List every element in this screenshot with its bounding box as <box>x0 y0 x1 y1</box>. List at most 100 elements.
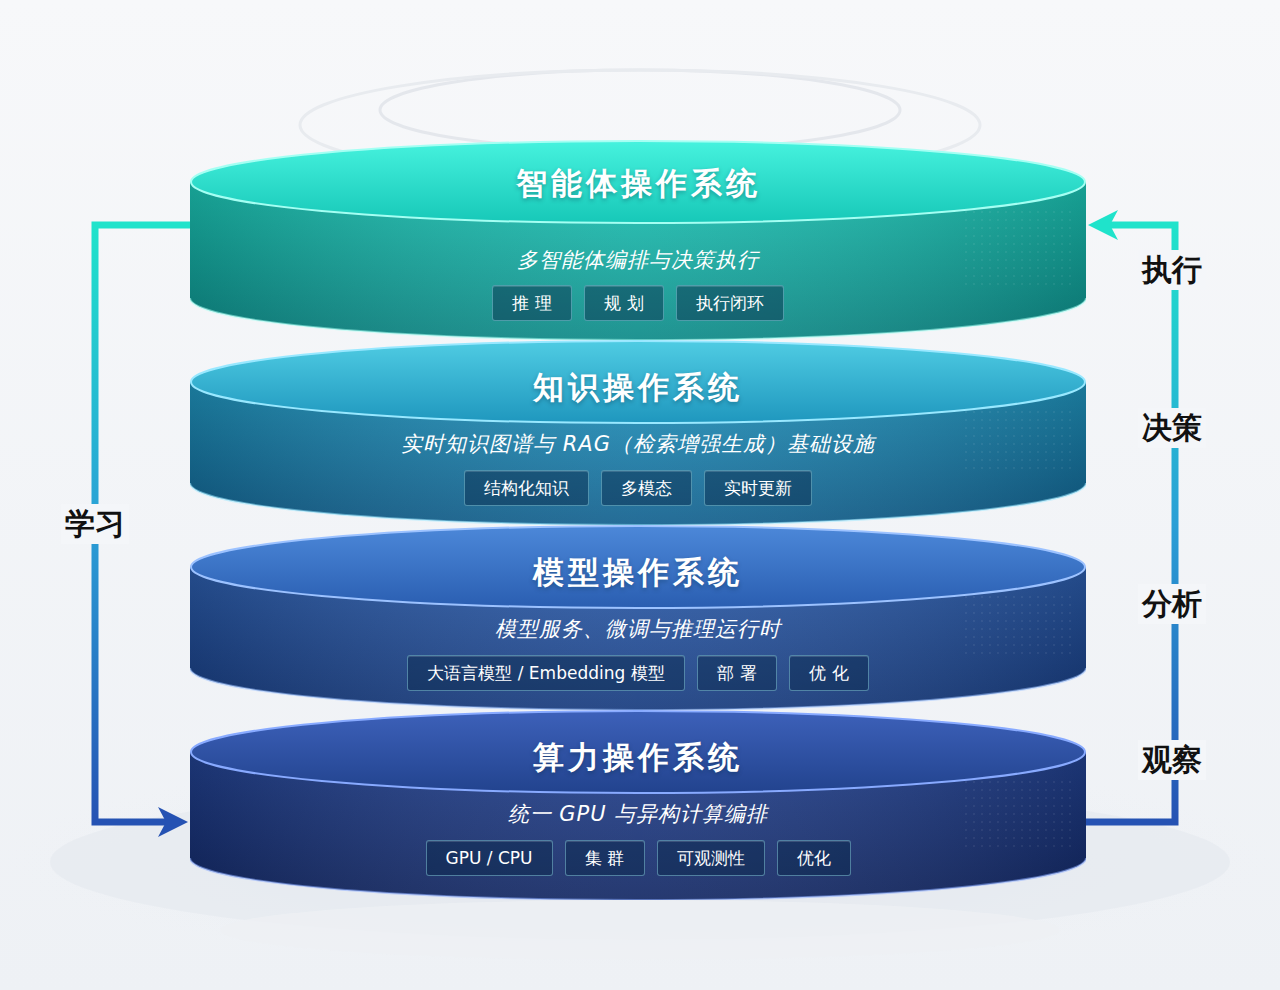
texture-dot <box>1021 419 1023 421</box>
texture-dot <box>1013 612 1015 614</box>
texture-dot <box>973 821 975 823</box>
texture-dot <box>1005 596 1007 598</box>
texture-dot <box>1053 419 1055 421</box>
texture-dot <box>1029 644 1031 646</box>
texture-dot <box>1061 243 1063 245</box>
texture-dot <box>997 797 999 799</box>
texture-dot <box>965 813 967 815</box>
texture-dot <box>1005 813 1007 815</box>
texture-dot <box>1069 275 1071 277</box>
texture-dot <box>1029 211 1031 213</box>
texture-dot <box>1069 604 1071 606</box>
texture-dot <box>1021 467 1023 469</box>
texture-dot <box>973 459 975 461</box>
texture-dot <box>965 243 967 245</box>
texture-dot <box>981 829 983 831</box>
texture-dot <box>1029 805 1031 807</box>
layer-subtitle: 模型服务、微调与推理运行时 <box>190 614 1086 644</box>
texture-dot <box>1029 837 1031 839</box>
texture-dot <box>1029 620 1031 622</box>
texture-dot <box>973 644 975 646</box>
texture-dot <box>1053 636 1055 638</box>
texture-dot <box>981 652 983 654</box>
tag-chip: 可观测性 <box>657 840 765 876</box>
texture-dot <box>1013 644 1015 646</box>
texture-dot <box>1053 411 1055 413</box>
texture-dot <box>1045 411 1047 413</box>
texture-dot <box>1037 459 1039 461</box>
texture-dot <box>1069 628 1071 630</box>
texture-dot <box>1045 459 1047 461</box>
texture-dot <box>997 451 999 453</box>
texture-dot <box>981 411 983 413</box>
texture-dot <box>1061 459 1063 461</box>
texture-dot <box>989 805 991 807</box>
texture-dot <box>989 235 991 237</box>
texture-dot <box>1045 467 1047 469</box>
texture-dot <box>981 419 983 421</box>
texture-dot <box>997 443 999 445</box>
texture-dot <box>997 821 999 823</box>
texture-dot <box>1021 443 1023 445</box>
texture-dot <box>1053 267 1055 269</box>
texture-dot <box>1037 235 1039 237</box>
texture-dot <box>965 435 967 437</box>
texture-dot <box>1037 805 1039 807</box>
texture-dot <box>997 628 999 630</box>
texture-dot <box>1045 604 1047 606</box>
texture-dot <box>1029 259 1031 261</box>
texture-dot <box>981 805 983 807</box>
texture-dot <box>1053 251 1055 253</box>
texture-dot <box>997 837 999 839</box>
texture-dot <box>1053 781 1055 783</box>
texture-dot <box>1013 427 1015 429</box>
texture-dot <box>1013 459 1015 461</box>
tag-chip: 多模态 <box>601 470 692 506</box>
texture-dot <box>973 251 975 253</box>
texture-dot <box>989 797 991 799</box>
texture-dot <box>965 259 967 261</box>
texture-dot <box>1005 275 1007 277</box>
texture-dot <box>1013 596 1015 598</box>
texture-dot <box>1029 443 1031 445</box>
texture-dot <box>1013 636 1015 638</box>
texture-dot <box>1037 451 1039 453</box>
texture-dot <box>1029 829 1031 831</box>
texture-dot <box>989 620 991 622</box>
texture-dot <box>1021 235 1023 237</box>
texture-dot <box>1045 251 1047 253</box>
texture-dot <box>1029 636 1031 638</box>
reflection <box>220 900 1060 960</box>
texture-dot <box>989 427 991 429</box>
texture-dot <box>965 211 967 213</box>
texture-dot <box>1061 813 1063 815</box>
texture-dot <box>997 267 999 269</box>
chip-label: 优化 <box>778 841 850 875</box>
texture-dot <box>1069 459 1071 461</box>
texture-dot <box>1045 259 1047 261</box>
texture-dot <box>1053 821 1055 823</box>
texture-dot <box>1021 275 1023 277</box>
texture-dot <box>1021 243 1023 245</box>
texture-dot <box>981 259 983 261</box>
texture-dot <box>973 283 975 285</box>
texture-dot <box>965 467 967 469</box>
chip-label: 部 署 <box>698 656 776 690</box>
texture-dot <box>997 829 999 831</box>
texture-dot <box>1069 797 1071 799</box>
texture-dot <box>1013 813 1015 815</box>
texture-dot <box>1061 235 1063 237</box>
texture-dot <box>1061 467 1063 469</box>
texture-dot <box>965 837 967 839</box>
texture-dot <box>1053 628 1055 630</box>
halo-ring <box>380 70 900 150</box>
texture-dot <box>973 636 975 638</box>
texture-dot <box>1013 821 1015 823</box>
layer-disk: 智能体操作系统多智能体编排与决策执行推 理规 划执行闭环 <box>190 140 1086 340</box>
texture-dot <box>1013 837 1015 839</box>
texture-dot <box>1069 805 1071 807</box>
texture-dot <box>1037 211 1039 213</box>
texture-dot <box>997 435 999 437</box>
texture-dot <box>1021 789 1023 791</box>
